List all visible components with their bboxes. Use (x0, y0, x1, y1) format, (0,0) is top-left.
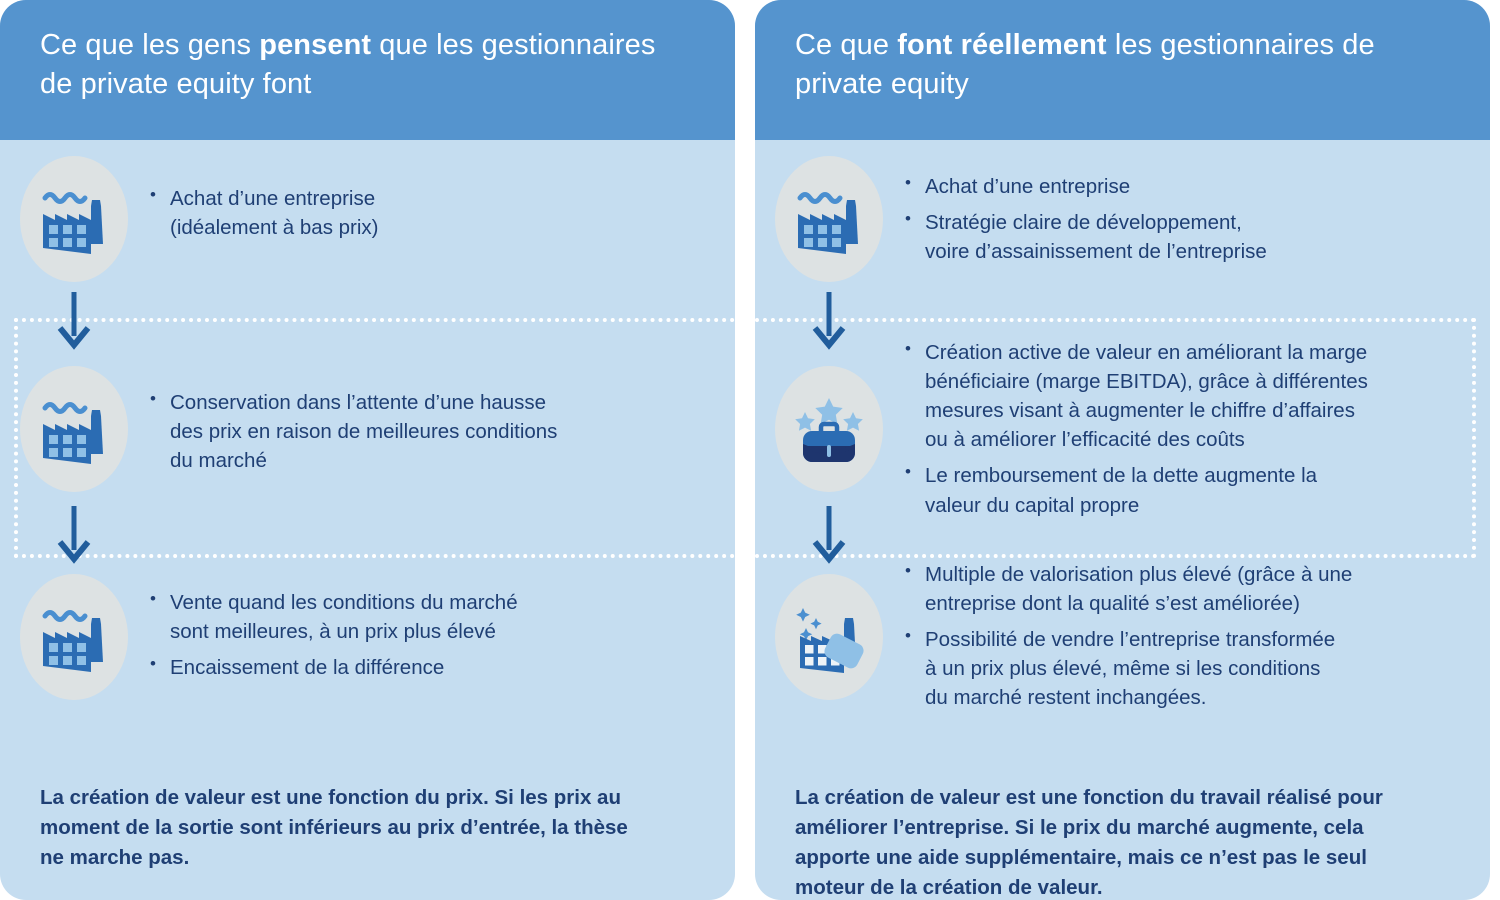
panel-perception-footer: La création de valeur est une fonction d… (40, 785, 628, 869)
step-bullets: Achat d’une entreprise Stratégie claire … (903, 150, 1490, 266)
briefcase-stars-icon (795, 398, 863, 462)
panel-reality-header: Ce que font réellement les gestionnaires… (755, 0, 1490, 140)
factory-icon (42, 610, 103, 672)
step-row: Création active de valeur en améliorant … (755, 328, 1490, 542)
bullet-item: Stratégie claire de développement, voire… (903, 207, 1456, 266)
icon-bubble (775, 574, 883, 700)
icon-bubble (775, 366, 883, 492)
step-bullets: Création active de valeur en améliorant … (903, 328, 1490, 520)
step-bullets: Conservation dans l’attente d’une hausse… (148, 328, 735, 475)
panel-reality-title: Ce que font réellement les gestionnaires… (795, 26, 1450, 105)
panel-reality-steps: Achat d’une entreprise Stratégie claire … (755, 140, 1490, 732)
title-prefix: Ce que (795, 29, 898, 61)
factory-icon (42, 402, 103, 464)
step-icon-col (755, 328, 903, 492)
title-prefix: Ce que les gens (40, 29, 260, 61)
icon-bubble (20, 574, 128, 700)
step-icon-col (0, 542, 148, 700)
bullet-item: Encaissement de la différence (148, 652, 701, 682)
step-bullets: Vente quand les conditions du marché son… (148, 542, 735, 682)
step-row: Conservation dans l’attente d’une hausse… (0, 328, 735, 542)
icon-bubble (20, 366, 128, 492)
bullet-item: Multiple de valorisation plus élevé (grâ… (903, 559, 1456, 618)
panel-reality: Ce que font réellement les gestionnaires… (755, 0, 1490, 900)
title-suffix: que les gestionnaires de private equity … (40, 29, 656, 101)
bullet-item: Création active de valeur en améliorant … (903, 337, 1456, 454)
step-icon-col (0, 150, 148, 282)
step-icon-col (755, 542, 903, 700)
bullet-item: Achat d’une entreprise (903, 171, 1456, 201)
panel-perception-title: Ce que les gens pensent que les gestionn… (40, 26, 695, 105)
bullet-item: Conservation dans l’attente d’une hausse… (148, 387, 701, 475)
panel-reality-footer: La création de valeur est une fonction d… (795, 785, 1383, 899)
factory-icon (797, 192, 858, 254)
bullet-item: Possibilité de vendre l’entreprise trans… (903, 624, 1456, 712)
panel-perception: Ce que les gens pensent que les gestionn… (0, 0, 735, 900)
step-icon-col (0, 328, 148, 492)
panel-perception-header: Ce que les gens pensent que les gestionn… (0, 0, 735, 140)
factory-icon (42, 192, 103, 254)
step-bullets: Multiple de valorisation plus élevé (grâ… (903, 542, 1490, 713)
step-icon-col (755, 150, 903, 282)
icon-bubble (20, 156, 128, 282)
bullet-item: Achat d’une entreprise (idéalement à bas… (148, 183, 701, 242)
flow-arrow-2 (57, 506, 91, 571)
title-emphasis: font réellement (897, 29, 1107, 61)
title-emphasis: pensent (259, 29, 372, 61)
step-bullets: Achat d’une entreprise (idéalement à bas… (148, 150, 735, 242)
flow-arrow-1 (812, 292, 846, 357)
factory-sparkle-tag-icon (796, 608, 864, 673)
step-row: Vente quand les conditions du marché son… (0, 542, 735, 732)
step-row: Achat d’une entreprise Stratégie claire … (755, 150, 1490, 328)
step-row: Multiple de valorisation plus élevé (grâ… (755, 542, 1490, 732)
bullet-item: Vente quand les conditions du marché son… (148, 587, 701, 646)
title-suffix: les gestionnaires de private equity (795, 29, 1375, 101)
step-row: Achat d’une entreprise (idéalement à bas… (0, 150, 735, 328)
flow-arrow-2 (812, 506, 846, 571)
icon-bubble (775, 156, 883, 282)
flow-arrow-1 (57, 292, 91, 357)
bullet-item: Le remboursement de la dette augmente la… (903, 460, 1456, 519)
panel-perception-steps: Achat d’une entreprise (idéalement à bas… (0, 140, 735, 732)
